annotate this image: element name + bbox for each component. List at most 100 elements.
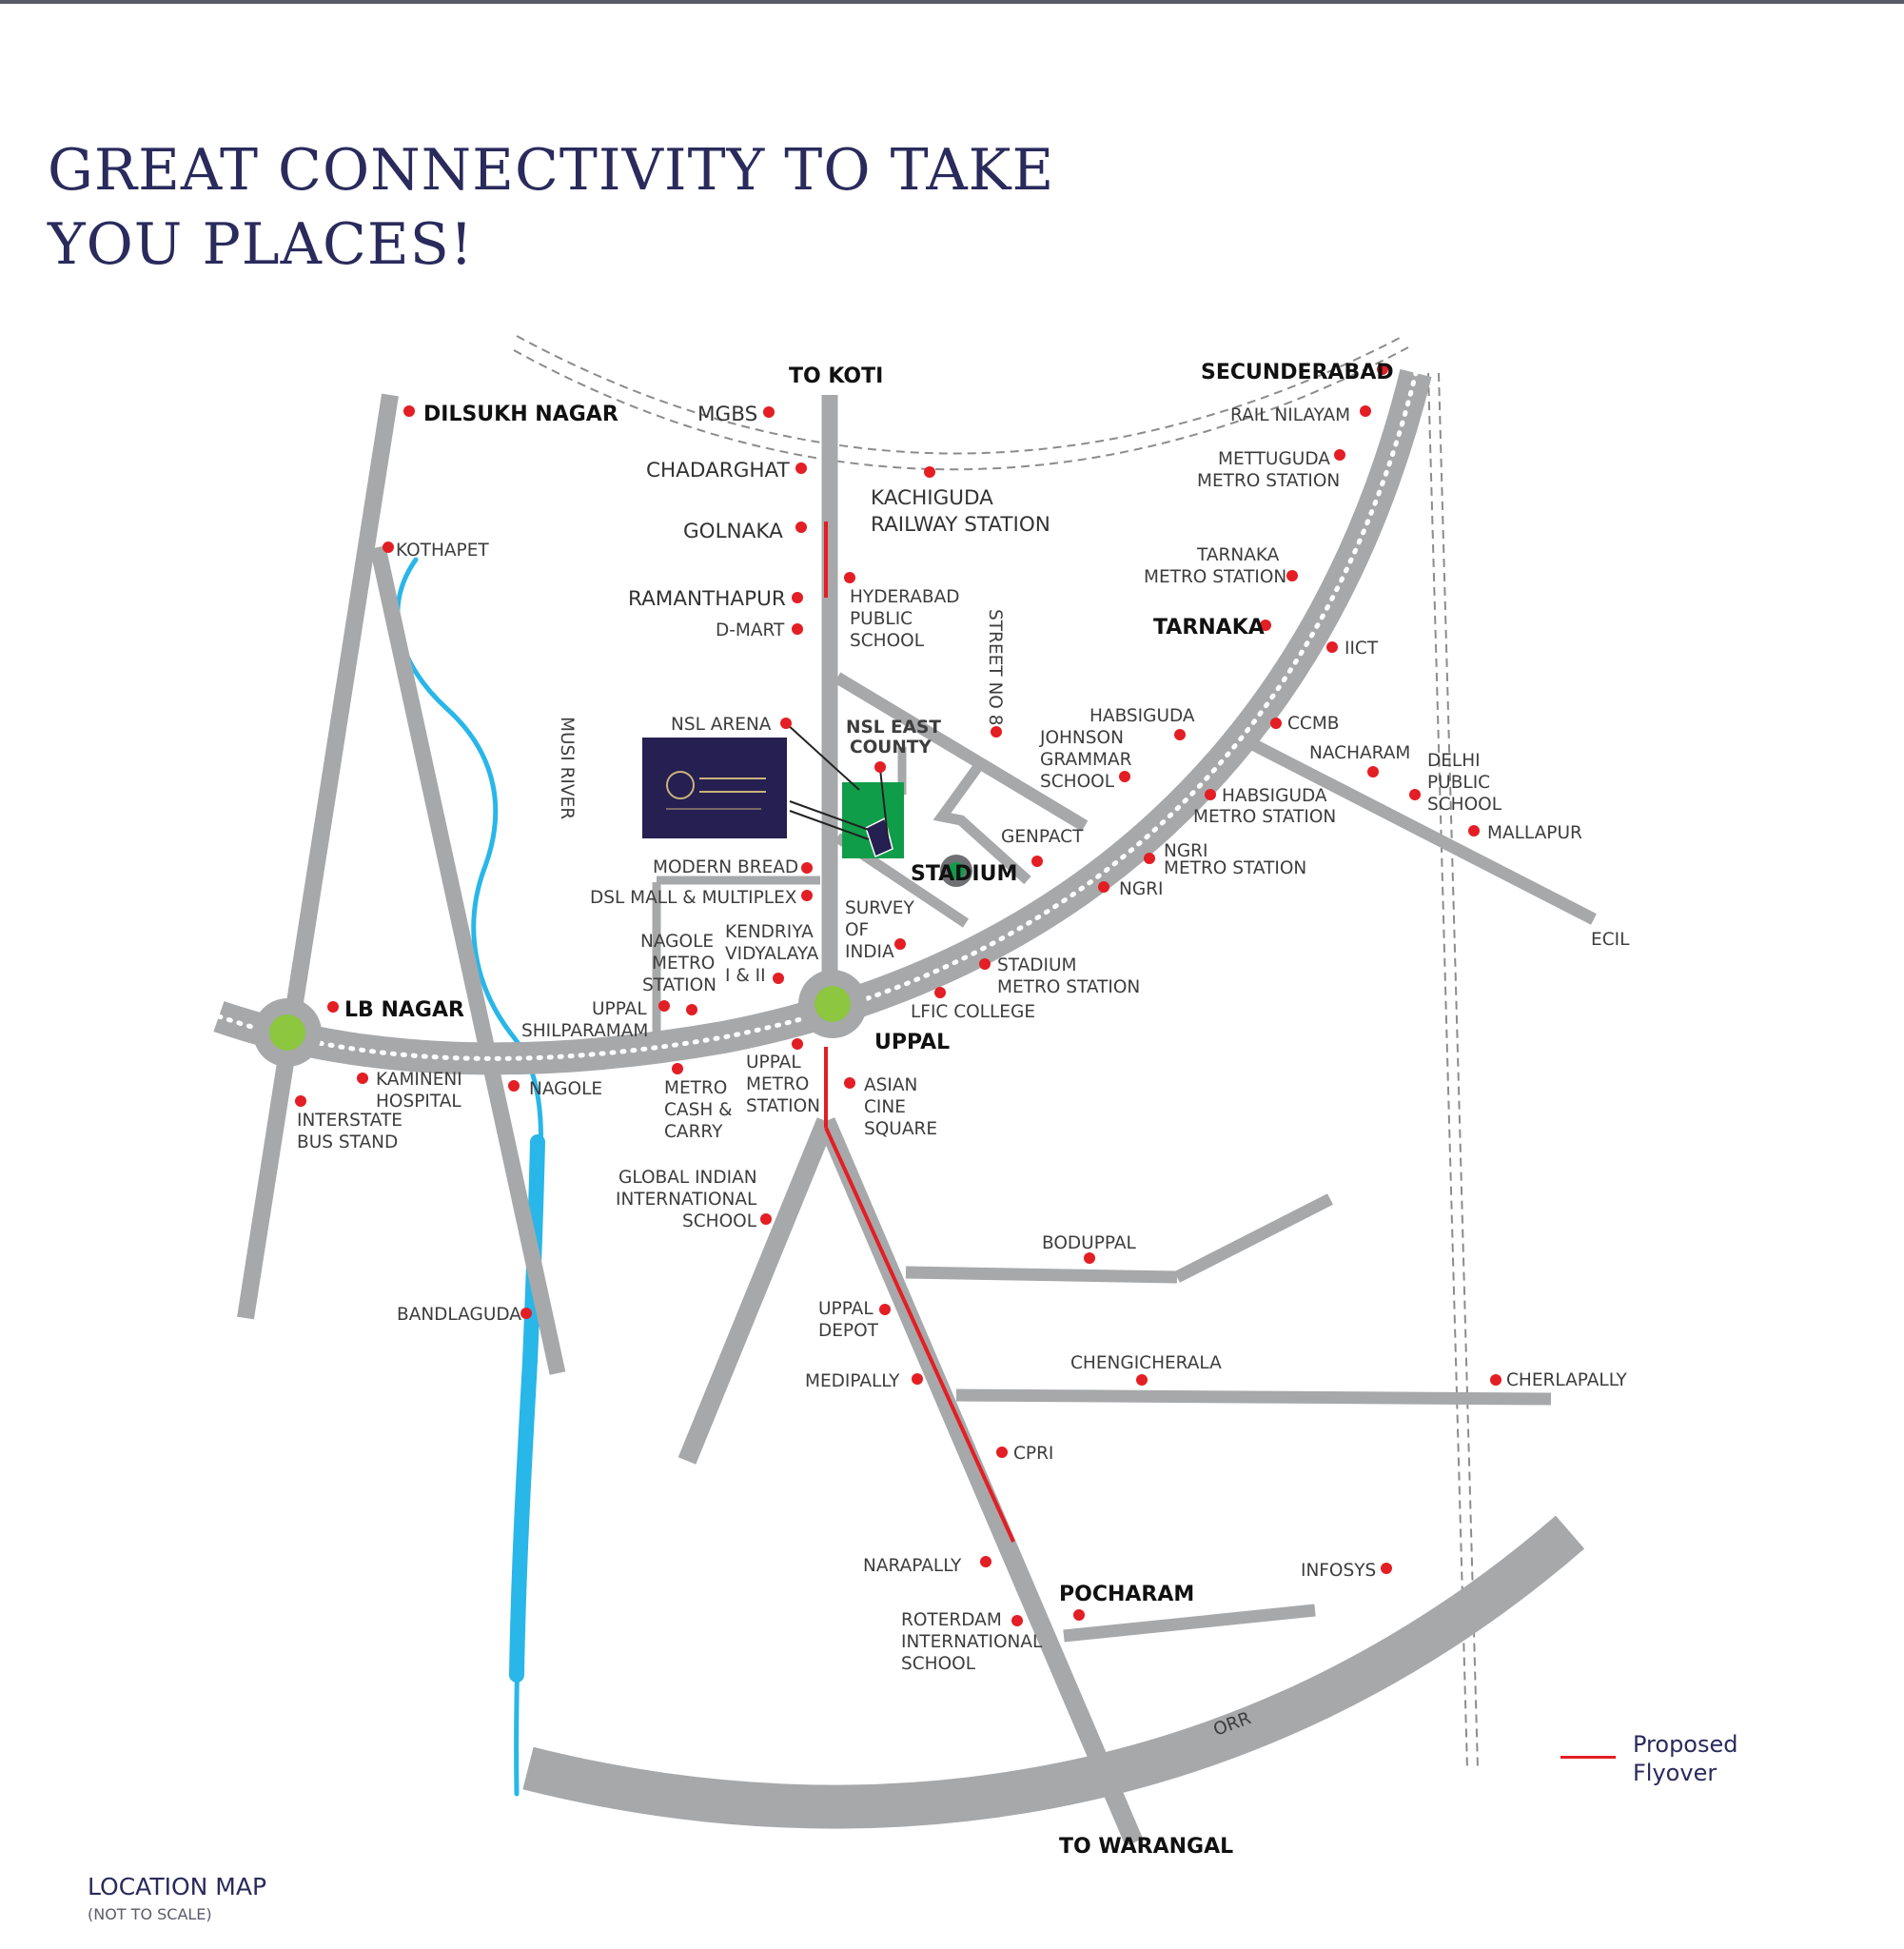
musi-river-wide xyxy=(509,1134,545,1683)
label-modern-bread: MODERN BREAD xyxy=(653,857,798,877)
label-jgs-3: SCHOOL xyxy=(1040,772,1115,792)
label-iict: IICT xyxy=(1345,639,1379,659)
red-dot-icon xyxy=(1205,789,1216,800)
red-dot-icon xyxy=(801,890,813,901)
footer-note: (NOT TO SCALE) xyxy=(88,1905,212,1923)
legend-line-1: Proposed xyxy=(1633,1731,1738,1758)
label-uppal: UPPAL xyxy=(874,1031,950,1054)
red-dot-icon xyxy=(1409,789,1421,800)
label-uppal-depot-2: DEPOT xyxy=(818,1321,879,1341)
label-dps-3: SCHOOL xyxy=(1427,795,1502,815)
red-dot-icon xyxy=(924,466,935,478)
red-dot-icon xyxy=(844,1077,855,1089)
legend-flyover-label: Proposed Flyover xyxy=(1633,1730,1738,1787)
label-rail-nilayam: RAIL NILAYAM xyxy=(1230,405,1350,425)
label-to-warangal: TO WARANGAL xyxy=(1059,1835,1233,1859)
label-habsiguda-metro-1: HABSIGUDA xyxy=(1222,786,1327,806)
label-tarnaka: TARNAKA xyxy=(1153,616,1265,640)
label-giis-1: GLOBAL INDIAN xyxy=(618,1168,757,1188)
red-dot-icon xyxy=(1326,641,1338,653)
label-asian-3: SQUARE xyxy=(864,1119,937,1139)
red-dot-icon xyxy=(763,406,775,418)
label-ngri-metro-2: METRO STATION xyxy=(1164,858,1306,878)
junction-circle-icon xyxy=(253,998,322,1067)
label-uppal-depot-1: UPPAL xyxy=(818,1299,873,1319)
label-ecil: ECIL xyxy=(1591,930,1630,950)
label-tarnaka-metro-2: METRO STATION xyxy=(1144,567,1286,587)
location-markers xyxy=(295,364,1502,1626)
label-kachiguda-2: RAILWAY STATION xyxy=(871,513,1050,537)
label-lb-nagar: LB NAGAR xyxy=(344,998,464,1022)
label-ramanthapur: RAMANTHAPUR xyxy=(628,587,786,611)
label-lfic: LFIC COLLEGE xyxy=(911,1002,1035,1022)
title-line-1: GREAT CONNECTIVITY TO TAKE xyxy=(48,137,1055,204)
label-ris-2: INTERNATIONAL xyxy=(901,1632,1043,1652)
red-dot-icon xyxy=(520,1308,532,1319)
red-dot-icon xyxy=(1468,825,1480,837)
red-dot-icon xyxy=(1381,1563,1392,1574)
red-dot-icon xyxy=(1084,1252,1095,1264)
label-nsl-arena: NSL ARENA xyxy=(671,715,772,735)
railway-vertical xyxy=(1427,372,1479,1769)
label-asian-2: CINE xyxy=(864,1097,906,1117)
label-infosys: INFOSYS xyxy=(1301,1561,1376,1581)
label-soi-1: SURVEY xyxy=(845,898,914,918)
red-dot-icon xyxy=(1098,881,1109,893)
label-nagole-metro-3: STATION xyxy=(642,975,716,995)
label-metro-cc-3: CARRY xyxy=(664,1122,723,1142)
red-dot-icon xyxy=(991,726,1002,738)
red-dot-icon xyxy=(1119,771,1130,782)
top-border xyxy=(0,0,1904,4)
red-dot-icon xyxy=(795,463,807,474)
map-labels: TO KOTI SECUNDERABAD DILSUKH NAGAR MGBS … xyxy=(297,361,1630,1859)
red-dot-icon xyxy=(1490,1374,1502,1386)
red-dot-icon xyxy=(686,1004,697,1015)
label-isbs-2: BUS STAND xyxy=(297,1132,398,1152)
label-jgs-1: JOHNSON xyxy=(1039,728,1124,748)
label-narapally: NARAPALLY xyxy=(863,1556,962,1576)
label-habsiguda-metro-2: METRO STATION xyxy=(1193,807,1336,827)
red-dot-icon xyxy=(1136,1374,1148,1386)
red-dot-icon xyxy=(1144,853,1155,864)
legend-line-2: Flyover xyxy=(1633,1760,1718,1786)
railway-arc xyxy=(513,335,1409,471)
red-dot-icon xyxy=(894,938,906,950)
label-to-koti: TO KOTI xyxy=(789,364,883,388)
label-asian-1: ASIAN xyxy=(864,1075,917,1095)
label-ris-3: SCHOOL xyxy=(901,1654,976,1674)
label-genpact: GENPACT xyxy=(1001,827,1084,847)
red-dot-icon xyxy=(357,1073,368,1084)
label-nagole-metro-1: NAGOLE xyxy=(640,932,714,952)
label-kachiguda-1: KACHIGUDA xyxy=(871,486,993,510)
red-dot-icon xyxy=(295,1095,306,1107)
label-bandlaguda: BANDLAGUDA xyxy=(397,1305,521,1325)
red-dot-icon xyxy=(912,1373,923,1385)
label-ngri: NGRI xyxy=(1119,879,1164,899)
red-dot-icon xyxy=(792,1038,803,1050)
label-street-no8: STREET NO 8 xyxy=(985,609,1005,726)
label-dps-1: DELHI xyxy=(1427,751,1481,771)
label-mettuguda-2: METRO STATION xyxy=(1197,471,1340,491)
red-dot-icon xyxy=(874,761,886,773)
red-dot-icon xyxy=(508,1080,520,1092)
red-dot-icon xyxy=(980,1556,991,1567)
red-dot-icon xyxy=(1360,405,1371,417)
label-uppal-metro-1: UPPAL xyxy=(746,1053,801,1073)
label-dmart: D-MART xyxy=(716,620,785,640)
label-mallapur: MALLAPUR xyxy=(1487,823,1582,843)
label-dsl-mall: DSL MALL & MULTIPLEX xyxy=(590,888,797,908)
label-giis-2: INTERNATIONAL xyxy=(616,1190,757,1210)
label-chengicherala: CHENGICHERALA xyxy=(1070,1353,1222,1373)
red-dot-icon xyxy=(795,522,807,533)
project-logo xyxy=(642,738,787,838)
red-dot-icon xyxy=(1174,729,1186,740)
stadium-icon xyxy=(940,855,972,887)
label-medipally: MEDIPALLY xyxy=(805,1371,900,1391)
red-dot-icon xyxy=(773,973,784,984)
red-dot-icon xyxy=(672,1063,683,1074)
red-dot-icon xyxy=(1286,570,1298,581)
label-uppal-metro-2: METRO xyxy=(746,1074,809,1094)
label-uppal-shilparamam-2: SHILPARAMAM xyxy=(521,1021,648,1041)
red-dot-icon xyxy=(403,405,415,417)
